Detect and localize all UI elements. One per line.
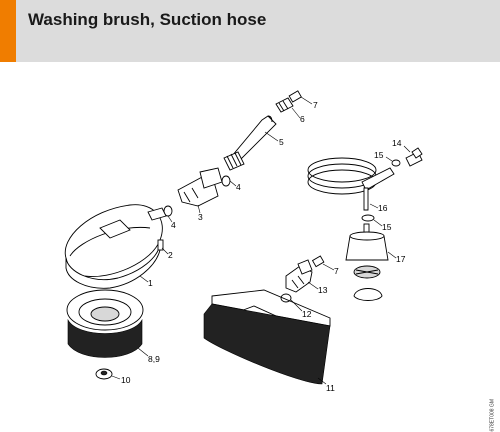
page-header: Washing brush, Suction hose bbox=[0, 0, 500, 62]
label-part-16: 16 bbox=[378, 203, 388, 213]
label-part-2: 2 bbox=[168, 250, 173, 260]
part-10-ring bbox=[95, 368, 121, 380]
part-14-fitting bbox=[403, 145, 423, 167]
label-part-17: 17 bbox=[396, 254, 406, 264]
part-15-washer-lower bbox=[361, 214, 383, 227]
drawing-reference-code: 678ET008 GM bbox=[490, 399, 496, 432]
label-part-11: 11 bbox=[326, 383, 335, 393]
part-4-connector bbox=[221, 151, 245, 187]
label-part-13: 13 bbox=[318, 285, 328, 295]
label-part-7-top: 7 bbox=[313, 100, 318, 110]
label-part-1: 1 bbox=[148, 278, 153, 288]
part-16-suction-hose bbox=[307, 157, 395, 211]
label-part-6: 6 bbox=[300, 114, 305, 124]
label-part-4-lower: 4 bbox=[171, 220, 176, 230]
part-5-tube bbox=[231, 115, 279, 163]
part-8-9-round-brush bbox=[66, 289, 149, 358]
part-7-cap-top bbox=[288, 90, 313, 105]
label-part-5: 5 bbox=[279, 137, 284, 147]
label-part-14: 14 bbox=[392, 138, 402, 148]
label-part-3: 3 bbox=[198, 212, 203, 222]
label-part-10: 10 bbox=[121, 375, 131, 385]
part-2-screw bbox=[157, 239, 169, 255]
part-17-filter bbox=[345, 223, 397, 301]
exploded-parts-diagram: 7 6 5 4 3 4 2 1 8,9 10 11 12 13 7 14 15 … bbox=[64, 90, 423, 393]
part-13-connector bbox=[285, 259, 319, 293]
label-part-12: 12 bbox=[302, 309, 312, 319]
part-3-coupling bbox=[177, 167, 223, 214]
label-part-15-lower: 15 bbox=[382, 222, 392, 232]
part-11-flat-brush bbox=[203, 289, 331, 385]
part-1-brush-housing bbox=[64, 204, 167, 289]
part-7-cap-lower bbox=[311, 255, 335, 271]
part-6-nipple bbox=[275, 97, 301, 119]
part-12-oring bbox=[280, 293, 303, 312]
label-part-7-lower: 7 bbox=[334, 266, 339, 276]
label-part-4-top: 4 bbox=[236, 182, 241, 192]
label-part-15-top: 15 bbox=[374, 150, 384, 160]
part-15-washer-top bbox=[385, 156, 401, 167]
page-title: Washing brush, Suction hose bbox=[28, 10, 267, 29]
header-accent-bar bbox=[0, 0, 16, 62]
label-part-8-9: 8,9 bbox=[148, 354, 160, 364]
